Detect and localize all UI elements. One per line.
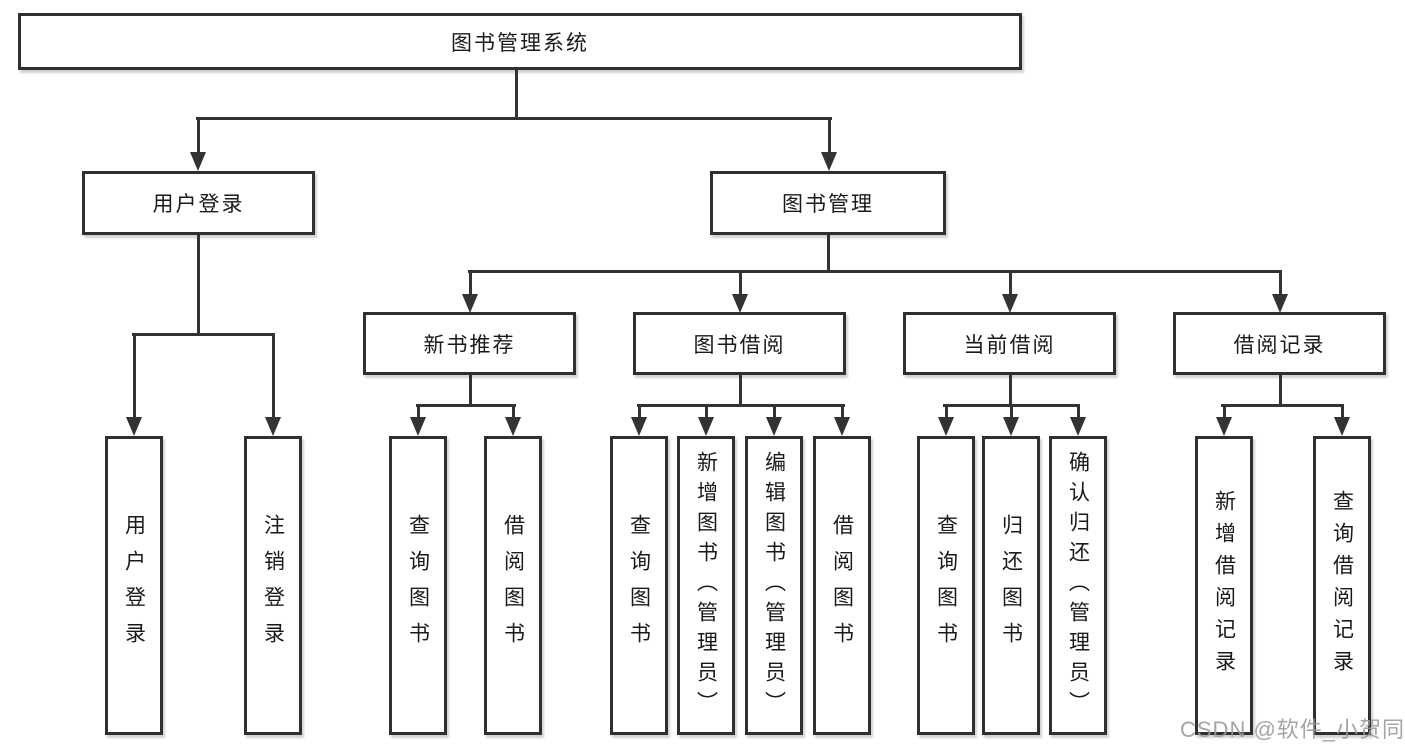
arrowhead-down-icon bbox=[1003, 417, 1019, 436]
connector-line bbox=[841, 404, 844, 418]
leaf-label: 查询图书 bbox=[627, 513, 651, 658]
arrowhead-down-icon bbox=[1002, 294, 1018, 313]
arrowhead-down-icon bbox=[462, 294, 478, 313]
leaf-label: 查询图书 bbox=[406, 513, 430, 658]
leaf-add-borrow-record: 新增借阅记录 bbox=[1195, 436, 1253, 735]
node-borrowing-records: 借阅记录 bbox=[1173, 312, 1386, 375]
arrowhead-down-icon bbox=[1334, 417, 1350, 436]
connector-line bbox=[469, 270, 472, 295]
node-user-login: 用户登录 bbox=[82, 171, 315, 235]
arrowhead-down-icon bbox=[766, 417, 782, 436]
node-book-borrowing: 图书借阅 bbox=[633, 312, 846, 375]
arrowhead-down-icon bbox=[126, 417, 142, 436]
arrowhead-down-icon bbox=[265, 417, 281, 436]
leaf-label: 确认归还（管理员） bbox=[1066, 450, 1090, 721]
connector-line bbox=[133, 333, 136, 417]
connector-line bbox=[417, 404, 420, 418]
connector-line bbox=[1341, 404, 1344, 418]
arrowhead-down-icon bbox=[410, 417, 426, 436]
leaf-label: 借阅图书 bbox=[830, 513, 854, 658]
connector-line bbox=[416, 404, 516, 407]
connector-line bbox=[945, 404, 948, 418]
connector-line bbox=[1077, 404, 1080, 418]
connector-line bbox=[739, 270, 742, 295]
connector-line bbox=[196, 117, 832, 120]
leaf-query-books-current: 查询图书 bbox=[917, 436, 975, 735]
leaf-label: 注销登录 bbox=[261, 513, 285, 658]
arrowhead-down-icon bbox=[505, 417, 521, 436]
connector-line bbox=[773, 404, 776, 418]
arrowhead-down-icon bbox=[1272, 294, 1288, 313]
node-book-management: 图书管理 bbox=[710, 171, 946, 235]
leaf-query-books-borrow: 查询图书 bbox=[610, 436, 668, 735]
connector-line bbox=[739, 374, 742, 406]
arrowhead-down-icon bbox=[631, 417, 647, 436]
node-library-management-system: 图书管理系统 bbox=[18, 13, 1022, 70]
connector-line bbox=[1221, 404, 1344, 407]
arrowhead-down-icon bbox=[732, 294, 748, 313]
leaf-label: 借阅图书 bbox=[501, 513, 525, 658]
node-new-book-recommendation: 新书推荐 bbox=[363, 312, 576, 375]
leaf-return-book: 归还图书 bbox=[982, 436, 1040, 735]
connector-line bbox=[705, 404, 708, 418]
connector-line bbox=[1009, 374, 1012, 406]
leaf-label: 新增图书（管理员） bbox=[694, 450, 718, 721]
connector-line bbox=[197, 117, 200, 153]
leaf-label: 查询图书 bbox=[934, 513, 958, 658]
leaf-query-books-recommend: 查询图书 bbox=[389, 436, 447, 735]
connector-line bbox=[827, 235, 830, 273]
arrowhead-down-icon bbox=[1216, 417, 1232, 436]
connector-line bbox=[132, 333, 275, 336]
node-current-borrowing: 当前借阅 bbox=[903, 312, 1116, 375]
leaf-user-login: 用户登录 bbox=[105, 436, 163, 735]
connector-line bbox=[1223, 404, 1226, 418]
leaf-add-book-admin: 新增图书（管理员） bbox=[677, 436, 735, 735]
leaf-label: 用户登录 bbox=[122, 513, 146, 658]
connector-line bbox=[272, 333, 275, 417]
arrowhead-down-icon bbox=[821, 152, 837, 171]
leaf-confirm-return-admin: 确认归还（管理员） bbox=[1049, 436, 1107, 735]
connector-line bbox=[828, 117, 831, 153]
leaf-edit-book-admin: 编辑图书（管理员） bbox=[745, 436, 803, 735]
arrowhead-down-icon bbox=[190, 152, 206, 171]
connector-line bbox=[469, 374, 472, 406]
connector-line bbox=[197, 235, 200, 335]
leaf-logout: 注销登录 bbox=[244, 436, 302, 735]
connector-line bbox=[638, 404, 641, 418]
connector-line bbox=[1279, 270, 1282, 295]
connector-line bbox=[1009, 270, 1012, 295]
connector-line bbox=[1279, 374, 1282, 406]
leaf-borrow-books: 借阅图书 bbox=[813, 436, 871, 735]
connector-line bbox=[468, 270, 1282, 273]
connector-line bbox=[1010, 404, 1013, 418]
connector-line bbox=[515, 70, 518, 118]
connector-line bbox=[637, 404, 845, 407]
leaf-label: 归还图书 bbox=[999, 513, 1023, 658]
leaf-label: 新增借阅记录 bbox=[1212, 489, 1236, 682]
arrowhead-down-icon bbox=[1070, 417, 1086, 436]
leaf-label: 编辑图书（管理员） bbox=[762, 450, 786, 721]
arrowhead-down-icon bbox=[938, 417, 954, 436]
leaf-label: 查询借阅记录 bbox=[1330, 489, 1354, 682]
leaf-borrow-books-recommend: 借阅图书 bbox=[484, 436, 542, 735]
arrowhead-down-icon bbox=[698, 417, 714, 436]
arrowhead-down-icon bbox=[834, 417, 850, 436]
connector-line bbox=[512, 404, 515, 418]
csdn-watermark: CSDN @软件_小贺同学 bbox=[1180, 717, 1405, 742]
leaf-query-borrow-record: 查询借阅记录 bbox=[1313, 436, 1371, 735]
